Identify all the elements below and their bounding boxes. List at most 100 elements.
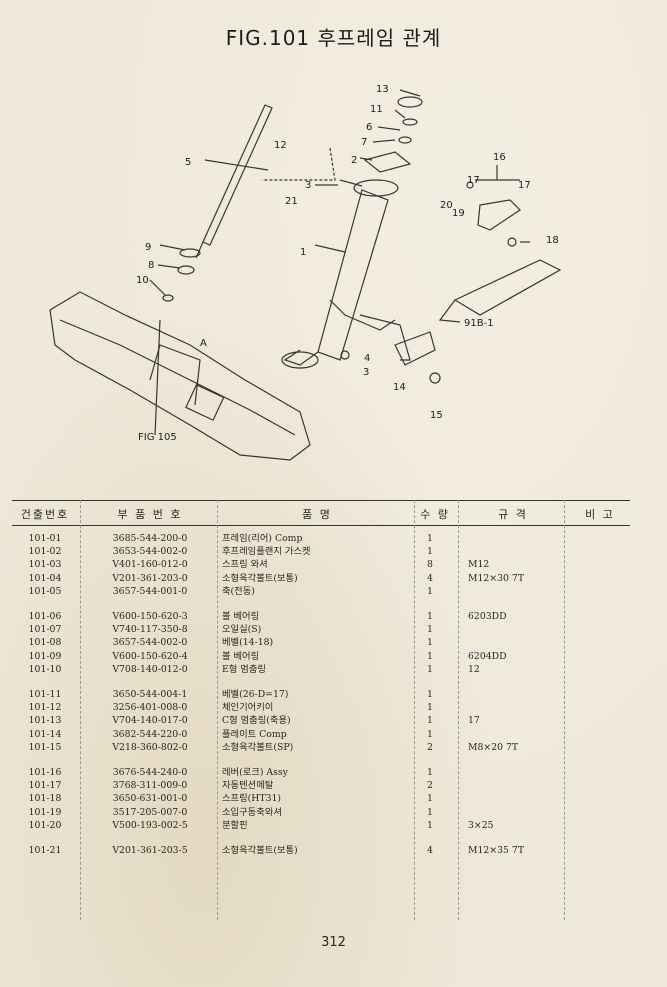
cell-spec: 6203DD — [468, 611, 507, 622]
cell-part-no: V201-361-203-0 — [112, 572, 188, 584]
diagram-callouts: 13 11 6 7 2 3 21 1 5 12 9 8 10 16 17 17 … — [136, 84, 559, 443]
cell-ref: 101-14 — [28, 728, 62, 740]
cell-ref: 101-13 — [28, 715, 62, 727]
cell-part-no: V201-361-203-5 — [112, 845, 188, 856]
header-name: 품 명 — [302, 508, 332, 521]
table-row: 101-18 3650-631-001-0 스프링(HT31) 1 — [12, 793, 630, 805]
cell-name: 후프레임플랜지 가스켓 — [222, 546, 311, 558]
cell-qty: 1 — [427, 611, 433, 622]
cell-name: 소입구동축와셔 — [222, 806, 282, 818]
cell-qty: 1 — [427, 650, 433, 662]
exploded-parts-diagram: 13 11 6 7 2 3 21 1 5 12 9 8 10 16 17 17 … — [49, 84, 562, 461]
cell-qty: 1 — [427, 546, 433, 558]
svg-text:10: 10 — [136, 275, 149, 286]
figure-title: FIG.101 후프레임 관계 — [225, 26, 442, 50]
svg-text:17: 17 — [467, 175, 480, 186]
cell-name: 볼 베어링 — [222, 650, 260, 662]
cell-name: 축(전동) — [222, 585, 255, 597]
svg-text:12: 12 — [274, 140, 287, 151]
cell-spec: M12×30 7T — [468, 572, 525, 584]
cell-spec: 17 — [468, 715, 480, 727]
svg-text:3: 3 — [363, 367, 369, 378]
svg-text:14: 14 — [393, 382, 406, 393]
cell-ref: 101-04 — [28, 572, 62, 584]
cell-spec: 3×25 — [468, 819, 494, 831]
cell-qty: 8 — [427, 559, 433, 571]
cell-qty: 1 — [427, 793, 433, 805]
cell-spec: M12×35 7T — [468, 845, 525, 856]
svg-text:19: 19 — [452, 208, 465, 219]
cell-part-no: V600-150-620-3 — [112, 611, 188, 622]
cell-qty: 1 — [427, 689, 433, 700]
cell-ref: 101-06 — [28, 611, 62, 622]
svg-text:18: 18 — [546, 235, 559, 246]
cell-name: 소형육각볼트(보통) — [222, 572, 298, 584]
cell-name: 소형육각볼트(보통) — [222, 845, 298, 856]
cell-spec: 12 — [468, 663, 480, 675]
svg-text:91B-1: 91B-1 — [464, 318, 494, 329]
cell-ref: 101-18 — [28, 793, 62, 805]
cell-part-no: V500-193-002-5 — [112, 819, 188, 831]
cell-part-no: 3657-544-002-0 — [112, 637, 188, 649]
cell-part-no: 3650-631-001-0 — [112, 793, 188, 805]
svg-text:6: 6 — [366, 122, 372, 133]
cell-ref: 101-20 — [28, 819, 62, 831]
cell-part-no: V401-160-012-0 — [112, 559, 188, 571]
cell-qty: 1 — [427, 806, 433, 818]
cell-part-no: 3657-544-001-0 — [112, 585, 188, 597]
svg-text:13: 13 — [376, 84, 389, 95]
svg-text:3: 3 — [305, 180, 311, 191]
cell-name: 프레임(리어) Comp — [222, 533, 303, 544]
cell-qty: 1 — [427, 702, 433, 714]
cell-name: 스프링(HT31) — [222, 793, 282, 805]
svg-text:21: 21 — [285, 196, 298, 207]
cell-ref: 101-01 — [28, 533, 62, 544]
cell-qty: 1 — [427, 585, 433, 597]
header-qty: 수 량 — [420, 508, 450, 521]
svg-text:4: 4 — [364, 353, 370, 364]
svg-text:15: 15 — [430, 410, 443, 421]
svg-text:16: 16 — [493, 152, 506, 163]
cell-part-no: V708-140-012-0 — [112, 663, 188, 675]
svg-text:2: 2 — [351, 155, 357, 166]
cell-name: 소형육각볼트(SP) — [222, 741, 294, 753]
header-ref: 건출번호 — [20, 508, 70, 521]
cell-part-no: V218-360-802-0 — [112, 741, 188, 753]
cell-part-no: 3676-544-240-0 — [112, 767, 188, 778]
svg-text:11: 11 — [370, 104, 383, 115]
cell-qty: 1 — [427, 624, 433, 636]
svg-text:9: 9 — [145, 242, 151, 253]
cell-part-no: 3682-544-220-0 — [112, 728, 188, 740]
cell-ref: 101-19 — [28, 806, 62, 818]
cell-qty: 1 — [427, 728, 433, 740]
header-part-no: 부 품 번 호 — [117, 508, 183, 521]
cell-ref: 101-09 — [28, 650, 62, 662]
cell-name: C형 멈춤링(축용) — [222, 715, 291, 727]
page-number: 312 — [321, 935, 346, 950]
cell-qty: 1 — [427, 637, 433, 649]
cell-part-no: 3517-205-007-0 — [112, 806, 188, 818]
cell-qty: 4 — [427, 572, 433, 584]
cell-part-no: 3685-544-200-0 — [112, 533, 188, 544]
header-spec: 규 격 — [498, 508, 528, 521]
cell-name: 베벨(14-18) — [222, 637, 274, 649]
table-header: 건출번호 부 품 번 호 품 명 수 량 규 격 비 고 — [12, 500, 630, 526]
cell-part-no: V600-150-620-4 — [112, 650, 188, 662]
cell-spec: M12 — [468, 559, 490, 571]
svg-text:17: 17 — [518, 180, 531, 191]
